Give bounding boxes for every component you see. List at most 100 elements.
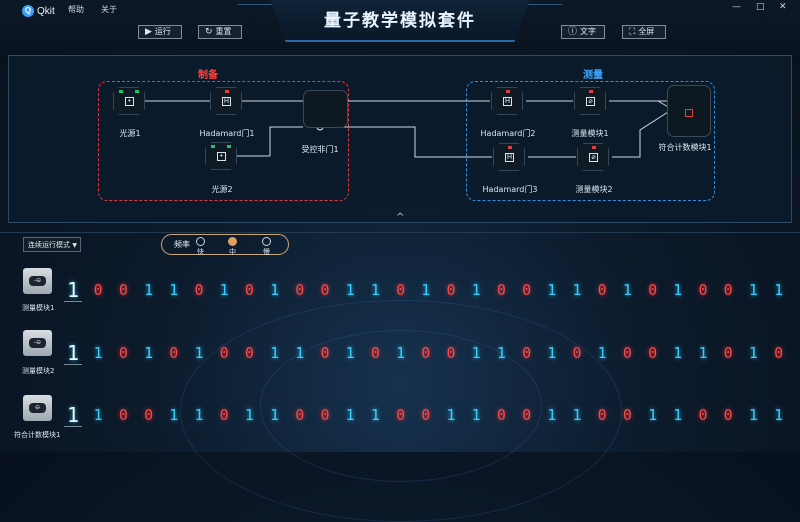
status-led-icon (227, 145, 231, 148)
bit-value: 0 (421, 406, 431, 424)
bit-value: 0 (496, 406, 506, 424)
bit-value: 0 (446, 281, 456, 299)
bit-value: 0 (118, 281, 128, 299)
bit-value: 1 (66, 341, 80, 365)
bit-value: 0 (320, 344, 330, 362)
bit-value: 1 (547, 344, 557, 362)
bit-value: 1 (396, 344, 406, 362)
frequency-radio-slow[interactable] (262, 237, 271, 246)
bit-value: 0 (93, 281, 103, 299)
measure2-label: 测量模块2 (575, 185, 613, 194)
measure2-node[interactable]: ⌀ (577, 143, 609, 171)
bit-value: 1 (66, 278, 80, 302)
hadamard-icon: H (505, 153, 514, 162)
bit-value: 0 (320, 406, 330, 424)
divider (0, 232, 800, 233)
bit-value: 0 (320, 281, 330, 299)
row1-label: 测量模块1 (22, 304, 55, 312)
circuit-wires (145, 98, 671, 158)
fullscreen-label: 全屏 (638, 27, 655, 36)
frequency-radio-medium[interactable] (228, 237, 237, 246)
bit-value: 0 (396, 281, 406, 299)
bit-value: 1 (345, 344, 355, 362)
frequency-radio-fast[interactable] (196, 237, 205, 246)
menu-help[interactable]: 帮助 (68, 5, 84, 14)
mode-select[interactable]: 连续运行模式 ▼ (23, 237, 81, 252)
frequency-option-medium: 中 (229, 248, 236, 256)
bit-value: 1 (66, 403, 80, 427)
coincidence-label: 符合计数模块1 (658, 143, 712, 152)
hadamard1-label: Hadamard门1 (199, 129, 255, 138)
hadamard1-node[interactable]: H (210, 87, 242, 115)
fullscreen-button[interactable]: ⛶ 全屏 (622, 25, 666, 39)
bit-value: 1 (270, 344, 280, 362)
bit-value: 1 (93, 406, 103, 424)
info-icon: ⓘ (568, 27, 578, 37)
status-led-icon (119, 90, 123, 93)
bit-value: 0 (144, 406, 154, 424)
maximize-icon[interactable]: □ (756, 2, 765, 12)
status-led-icon (135, 90, 139, 93)
bit-value: 1 (471, 281, 481, 299)
hadamard2-node[interactable]: H (491, 87, 523, 115)
bit-value: 0 (622, 344, 632, 362)
cnot-label: 受控非门1 (301, 145, 339, 154)
bit-value: 1 (270, 406, 280, 424)
prep-group-label: 制备 (198, 70, 218, 81)
measure1-node[interactable]: ⌀ (574, 87, 606, 115)
source1-node[interactable]: • (113, 87, 145, 115)
bit-value: 1 (144, 344, 154, 362)
hadamard3-node[interactable]: H (493, 143, 525, 171)
bit-value: 1 (774, 406, 784, 424)
bit-value: 0 (572, 344, 582, 362)
title-decoration (238, 4, 278, 29)
collapse-chevron-icon[interactable]: ^ (396, 212, 405, 223)
bit-value: 1 (597, 344, 607, 362)
measure1-label: 测量模块1 (571, 129, 609, 138)
run-button[interactable]: ▶ 运行 (138, 25, 182, 39)
bit-value: 0 (622, 406, 632, 424)
bit-value: 1 (673, 281, 683, 299)
status-led-icon (225, 90, 229, 93)
minimize-icon[interactable]: — (732, 2, 741, 12)
text-button[interactable]: ⓘ 文字 (561, 25, 605, 39)
hadamard3-label: Hadamard门3 (482, 185, 538, 194)
run-label: 运行 (154, 27, 171, 36)
bit-value: 0 (723, 406, 733, 424)
coincidence-row-icon: ⊖ (23, 395, 52, 421)
bit-value: 0 (648, 281, 658, 299)
prep-group (98, 81, 349, 201)
app-logo: Q Qkit (22, 3, 55, 19)
bit-value: 0 (648, 344, 658, 362)
bit-value: 1 (169, 281, 179, 299)
menu-about[interactable]: 关于 (101, 5, 117, 14)
bit-value: 0 (723, 344, 733, 362)
cnot-node[interactable] (303, 90, 348, 128)
frequency-label: 频率 (174, 240, 190, 249)
bit-value: 0 (597, 406, 607, 424)
close-icon[interactable]: ✕ (779, 2, 787, 12)
frequency-option-slow: 慢 (263, 248, 270, 256)
bit-value: 1 (622, 281, 632, 299)
mode-select-value: 连续运行模式 (28, 241, 70, 249)
frequency-option-fast: 快 (197, 248, 204, 256)
status-led-icon (592, 146, 596, 149)
bit-value: 0 (496, 281, 506, 299)
measure-group-label: 测量 (583, 70, 603, 81)
bit-value: 0 (244, 281, 254, 299)
hadamard-icon: H (222, 97, 231, 106)
source2-node[interactable]: • (205, 142, 237, 170)
bit-value: 1 (144, 281, 154, 299)
source2-label: 光源2 (211, 185, 233, 194)
bit-value: 1 (244, 406, 254, 424)
bit-value: 1 (673, 344, 683, 362)
title-plate (270, 0, 530, 42)
reset-button[interactable]: ↻ 重置 (198, 25, 242, 39)
hadamard2-label: Hadamard门2 (480, 129, 536, 138)
coincidence-node[interactable] (667, 85, 711, 137)
bit-value: 1 (370, 281, 380, 299)
bit-value: 1 (219, 281, 229, 299)
bit-value: 1 (572, 281, 582, 299)
